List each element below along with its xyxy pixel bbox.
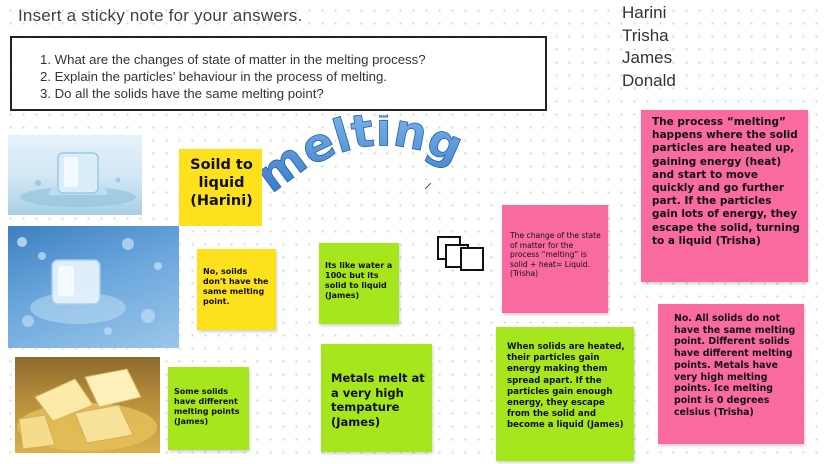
question-item: 3. Do all the solids have the same melti… <box>40 86 324 101</box>
note-text: Metals melt at a very high tempature (Ja… <box>331 371 425 429</box>
ice-cube-water-image[interactable] <box>8 226 179 348</box>
sticky-note-process-melting[interactable]: The process “melting” happens where the … <box>641 110 808 282</box>
question-item: 1. What are the changes of state of matt… <box>40 52 426 67</box>
ice-cube-water-graphic <box>17 237 162 335</box>
cursor-mark-icon <box>425 183 431 189</box>
sticky-note-different-points[interactable]: Some solids have different melting point… <box>168 367 249 450</box>
ice-cube-splash-graphic <box>20 152 136 207</box>
name-item: Donald <box>622 70 676 90</box>
duplicate-icon[interactable] <box>435 234 487 274</box>
sticky-note-solid-to-liquid[interactable]: Soild to liquid (Harini) <box>179 149 262 226</box>
note-text: The process “melting” happens where the … <box>652 116 800 247</box>
questions-list: 1. What are the changes of state of matt… <box>40 51 545 102</box>
sticky-note-particles-gain[interactable]: When solids are heated, their particles … <box>496 327 634 461</box>
instruction-text: Insert a sticky note for your answers. <box>18 6 303 25</box>
sticky-note-not-same[interactable]: No. All solids do not have the same melt… <box>658 304 804 444</box>
name-item: Trisha <box>622 25 669 45</box>
question-item: 2. Explain the particles’ behaviour in t… <box>40 69 387 84</box>
note-text: When solids are heated, their particles … <box>507 342 625 431</box>
note-text: No. All solids do not have the same melt… <box>674 313 796 418</box>
note-text: The change of the state of matter for th… <box>510 231 601 278</box>
name-item: Harini <box>622 3 667 22</box>
svg-text:melting: melting <box>260 115 471 203</box>
sticky-note-change-of-state[interactable]: The change of the state of matter for th… <box>502 205 608 313</box>
note-text: Its like water a 100c but its solid to l… <box>325 261 393 300</box>
sticky-note-no-solids[interactable]: No, soilds don't have the same melting p… <box>197 249 276 330</box>
name-item: James <box>622 48 673 67</box>
melting-butter-image[interactable] <box>15 357 160 453</box>
sticky-note-metals-melt[interactable]: Metals melt at a very high tempature (Ja… <box>321 344 432 452</box>
wordart-text: melting <box>260 115 472 203</box>
note-text: Soild to liquid (Harini) <box>190 157 253 209</box>
melting-butter-graphic <box>17 368 157 451</box>
sticky-note-water-100c[interactable]: Its like water a 100c but its solid to l… <box>319 243 399 324</box>
ice-cube-splash-image[interactable] <box>8 135 142 215</box>
note-text: Some solids have different melting point… <box>174 387 240 426</box>
note-text: No, soilds don't have the same melting p… <box>203 267 269 306</box>
melting-wordart[interactable]: melting <box>260 115 510 215</box>
names-list[interactable]: Harini Trisha James Donald <box>622 2 676 92</box>
questions-textbox[interactable]: 1. What are the changes of state of matt… <box>10 36 547 111</box>
